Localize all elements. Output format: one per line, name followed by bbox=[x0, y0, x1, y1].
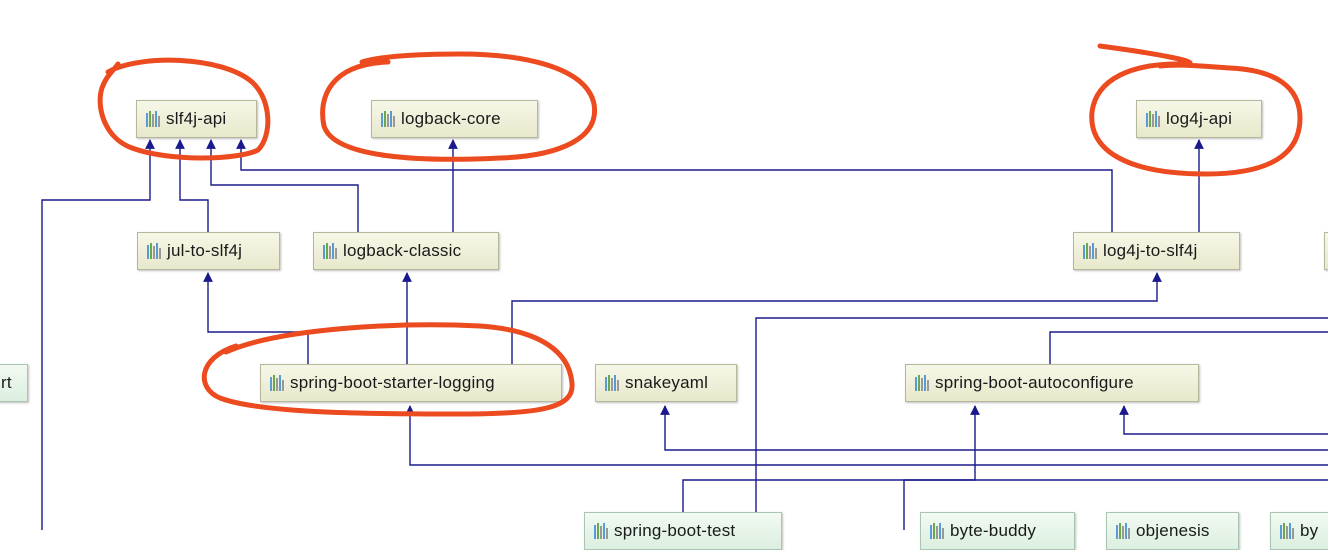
node-log4j-api[interactable]: log4j-api bbox=[1136, 100, 1262, 138]
edge-right-to-autoconfigure bbox=[1119, 405, 1328, 435]
node-objenesis[interactable]: objenesis bbox=[1106, 512, 1239, 550]
node-label: spring-boot-test bbox=[614, 521, 736, 540]
library-icon bbox=[594, 523, 608, 539]
node-label: rt bbox=[1, 373, 12, 392]
node-label: by bbox=[1300, 521, 1319, 540]
library-icon bbox=[605, 375, 619, 391]
node-label: logback-core bbox=[401, 109, 501, 128]
edge-jul-to-slf4j bbox=[175, 139, 209, 232]
node-label: jul-to-slf4j bbox=[167, 241, 243, 260]
edge-classic-to-slf4j bbox=[206, 139, 359, 232]
node-label: spring-boot-starter-logging bbox=[290, 373, 495, 392]
edge-autoconfigure-out bbox=[1049, 331, 1328, 364]
node-left-partial[interactable]: rt bbox=[0, 364, 28, 402]
edge-log4jto-to-slf4j bbox=[236, 139, 1113, 232]
node-label: spring-boot-autoconfigure bbox=[935, 373, 1134, 392]
library-icon bbox=[1083, 243, 1097, 259]
library-icon bbox=[147, 243, 161, 259]
edge-test-out bbox=[755, 317, 1328, 530]
library-icon bbox=[930, 523, 944, 539]
library-icon bbox=[323, 243, 337, 259]
node-snakeyaml[interactable]: snakeyaml bbox=[595, 364, 737, 402]
node-spring-boot-starter-logging[interactable]: spring-boot-starter-logging bbox=[260, 364, 562, 402]
node-label: objenesis bbox=[1136, 521, 1210, 540]
node-right-partial[interactable] bbox=[1324, 232, 1328, 270]
node-logback-core[interactable]: logback-core bbox=[371, 100, 538, 138]
dependency-edges bbox=[41, 139, 1328, 530]
edge-bottom-to-right bbox=[903, 479, 1328, 530]
node-logback-classic[interactable]: logback-classic bbox=[313, 232, 499, 270]
node-spring-boot-test[interactable]: spring-boot-test bbox=[584, 512, 782, 550]
node-label: logback-classic bbox=[343, 241, 462, 260]
edge-right-to-snakeyaml bbox=[660, 405, 1328, 451]
node-jul-to-slf4j[interactable]: jul-to-slf4j bbox=[137, 232, 280, 270]
edge-test-to-autoconfigure bbox=[682, 405, 980, 512]
library-icon bbox=[381, 111, 395, 127]
node-label: log4j-api bbox=[1166, 109, 1233, 128]
library-icon bbox=[270, 375, 284, 391]
node-slf4j-api[interactable]: slf4j-api bbox=[136, 100, 257, 138]
library-icon bbox=[146, 111, 160, 127]
node-bottom-right-partial[interactable]: by bbox=[1270, 512, 1328, 550]
edge-right-to-logging bbox=[405, 405, 1328, 466]
library-icon bbox=[1116, 523, 1130, 539]
node-spring-boot-autoconfigure[interactable]: spring-boot-autoconfigure bbox=[905, 364, 1199, 402]
node-label: snakeyaml bbox=[625, 373, 709, 392]
library-icon bbox=[1280, 523, 1294, 539]
library-icon bbox=[915, 375, 929, 391]
edge-left-to-slf4j bbox=[41, 139, 155, 530]
library-icon bbox=[1146, 111, 1160, 127]
edge-logging-to-jul bbox=[203, 272, 309, 364]
node-label: byte-buddy bbox=[950, 521, 1037, 540]
node-label: slf4j-api bbox=[166, 109, 227, 128]
node-byte-buddy[interactable]: byte-buddy bbox=[920, 512, 1075, 550]
node-log4j-to-slf4j[interactable]: log4j-to-slf4j bbox=[1073, 232, 1240, 270]
node-label: log4j-to-slf4j bbox=[1103, 241, 1198, 260]
